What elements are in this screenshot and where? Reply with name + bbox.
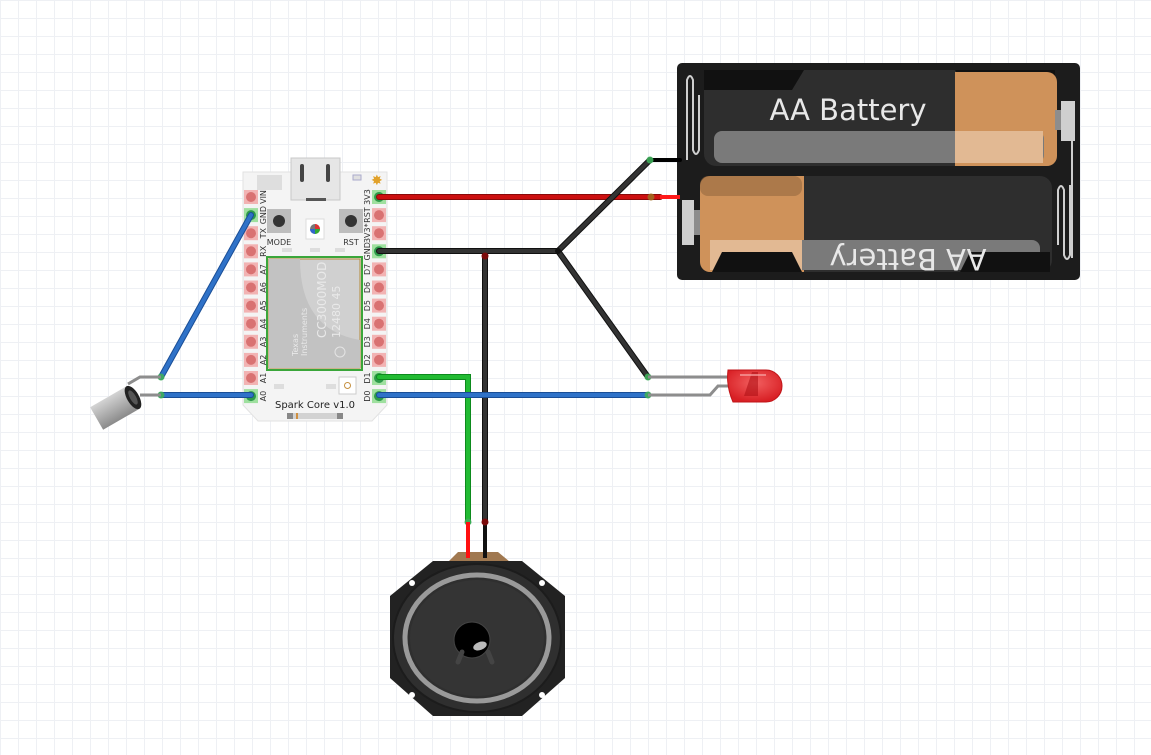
pin-left-vin[interactable]: VIN bbox=[244, 190, 268, 204]
rgb-led bbox=[305, 218, 325, 240]
pin-label: 3V3* bbox=[363, 223, 372, 243]
pin-left-tx[interactable]: TX bbox=[244, 226, 268, 241]
mode-button[interactable]: MODE bbox=[267, 209, 291, 247]
battery-pack[interactable]: AA Battery AA Battery bbox=[677, 63, 1080, 280]
red-led[interactable] bbox=[648, 369, 783, 403]
rst-button[interactable]: RST bbox=[339, 209, 363, 247]
junction-bendpoint[interactable] bbox=[555, 248, 561, 254]
pin-label: D6 bbox=[363, 282, 372, 293]
cc3000-module: Texas Instruments CC3000MOD 12480 45 bbox=[266, 256, 363, 371]
module-model: CC3000MOD bbox=[315, 262, 329, 338]
spark-core-board[interactable]: ✸ MODE RST Texas Inst bbox=[242, 157, 388, 422]
pin-right-d4[interactable]: D4 bbox=[363, 316, 386, 331]
wire-gnd-mic[interactable] bbox=[158, 212, 254, 380]
pin-label: A3 bbox=[259, 337, 268, 348]
pin-right-d3[interactable]: D3 bbox=[363, 334, 386, 349]
pin-left-a5[interactable]: A5 bbox=[244, 298, 268, 313]
pin-label: D2 bbox=[363, 354, 372, 365]
pin-label: VIN bbox=[259, 190, 268, 204]
pin-left-a7[interactable]: A7 bbox=[244, 262, 268, 277]
pin-label: 3V3 bbox=[363, 189, 372, 205]
pin-label: D1 bbox=[363, 372, 372, 383]
pin-label: GND bbox=[363, 242, 372, 260]
rst-button-label: RST bbox=[343, 238, 359, 247]
pin-right-3v3-star[interactable]: 3V3* bbox=[363, 223, 386, 243]
pin-label: RX bbox=[259, 245, 268, 257]
pin-left-a1[interactable]: A1 bbox=[244, 371, 268, 385]
led-indicator-icon: ✸ bbox=[371, 173, 383, 189]
pin-label: A7 bbox=[259, 264, 268, 275]
module-brand-2: Instruments bbox=[300, 308, 309, 356]
pin-left-rx[interactable]: RX bbox=[244, 244, 268, 259]
wire-gnd-network[interactable] bbox=[376, 157, 682, 525]
pin-left-a3[interactable]: A3 bbox=[244, 334, 268, 349]
module-serial: 12480 45 bbox=[330, 286, 343, 339]
pin-label: A2 bbox=[259, 355, 268, 366]
pin-label: A0 bbox=[259, 391, 268, 402]
pin-label: RST bbox=[363, 207, 372, 223]
battery-spring-right bbox=[1057, 185, 1071, 260]
usb-connector bbox=[290, 157, 341, 201]
wire-d1-speaker[interactable] bbox=[376, 374, 471, 525]
pin-left-a2[interactable]: A2 bbox=[244, 352, 268, 367]
pin-label: D7 bbox=[363, 264, 372, 275]
pin-label: D4 bbox=[363, 318, 372, 329]
pin-label: A4 bbox=[259, 318, 268, 329]
pin-label: TX bbox=[259, 228, 268, 240]
pin-label: GND bbox=[259, 206, 268, 224]
battery-label-top: AA Battery bbox=[769, 93, 926, 127]
pin-label: D0 bbox=[363, 390, 372, 401]
pin-left-a4[interactable]: A4 bbox=[244, 316, 268, 331]
module-brand-1: Texas bbox=[291, 334, 300, 357]
microphone[interactable] bbox=[90, 375, 161, 430]
pin-right-d6[interactable]: D6 bbox=[363, 280, 386, 295]
mode-button-label: MODE bbox=[267, 238, 291, 247]
wires bbox=[157, 156, 682, 526]
pin-label: D5 bbox=[363, 300, 372, 311]
pin-right-d5[interactable]: D5 bbox=[363, 298, 386, 313]
pin-label: A1 bbox=[259, 373, 268, 384]
antenna-connector bbox=[338, 376, 357, 395]
pin-label: D3 bbox=[363, 336, 372, 347]
battery-cell-bottom: AA Battery bbox=[682, 176, 1052, 276]
pin-label: A5 bbox=[259, 300, 268, 311]
battery-label-bottom: AA Battery bbox=[829, 242, 986, 276]
pin-label: A6 bbox=[259, 282, 268, 293]
battery-spring-left bbox=[686, 75, 700, 160]
junction-bendpoint[interactable] bbox=[481, 252, 489, 260]
pin-right-d7[interactable]: D7 bbox=[363, 262, 386, 277]
pin-left-a6[interactable]: A6 bbox=[244, 280, 268, 295]
battery-cell-top: AA Battery bbox=[704, 70, 1075, 166]
speaker[interactable] bbox=[390, 518, 565, 717]
board-name: Spark Core v1.0 bbox=[275, 400, 355, 411]
pin-right-rst[interactable]: RST bbox=[363, 207, 386, 223]
pin-right-d2[interactable]: D2 bbox=[363, 352, 386, 367]
